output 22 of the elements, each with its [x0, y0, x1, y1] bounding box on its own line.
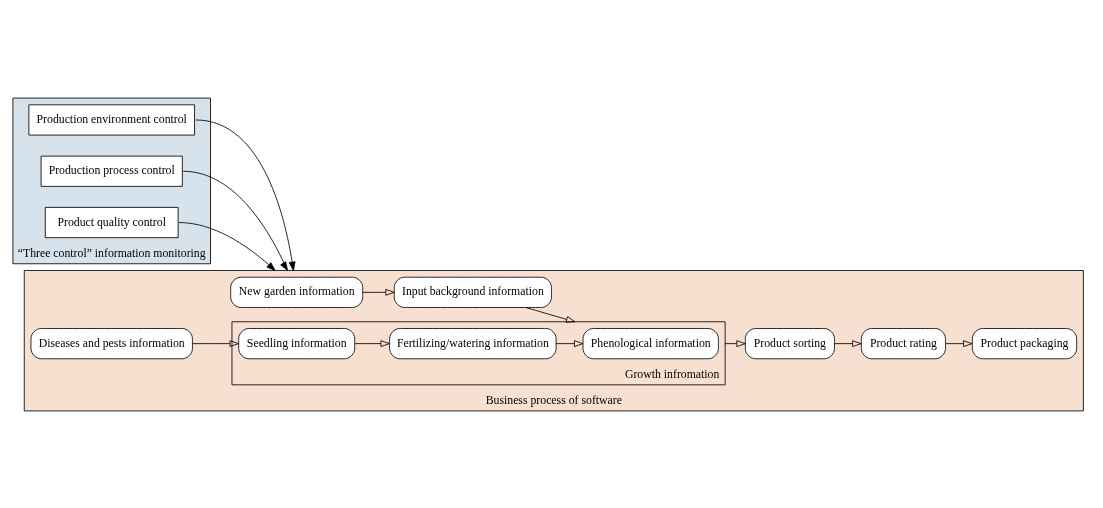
- arrow: [945, 339, 973, 347]
- node-box: Phenological information: [582, 327, 719, 359]
- arrow: [724, 339, 746, 347]
- node-box: Input background information: [393, 276, 552, 308]
- arrow: [555, 339, 584, 347]
- node-box: Seedling information: [238, 327, 356, 359]
- node-box: Product quality control: [44, 206, 179, 238]
- arrow: [195, 119, 296, 271]
- node-box: Product packaging: [971, 327, 1078, 359]
- node-box: Diseases and pests information: [30, 327, 193, 359]
- arrow: [354, 339, 390, 347]
- arrow: [192, 339, 239, 347]
- node-box: Fertilizing/watering information: [389, 327, 557, 359]
- node-box: Production environment control: [28, 103, 195, 135]
- node-box: Production process control: [40, 155, 183, 187]
- arrow: [182, 170, 288, 271]
- node-box: Product rating: [860, 327, 946, 359]
- arrow: [834, 339, 862, 347]
- arrow: [362, 288, 395, 296]
- node-box: New garden information: [230, 276, 364, 308]
- node-box: Product sorting: [744, 327, 835, 359]
- arrow: [178, 221, 276, 271]
